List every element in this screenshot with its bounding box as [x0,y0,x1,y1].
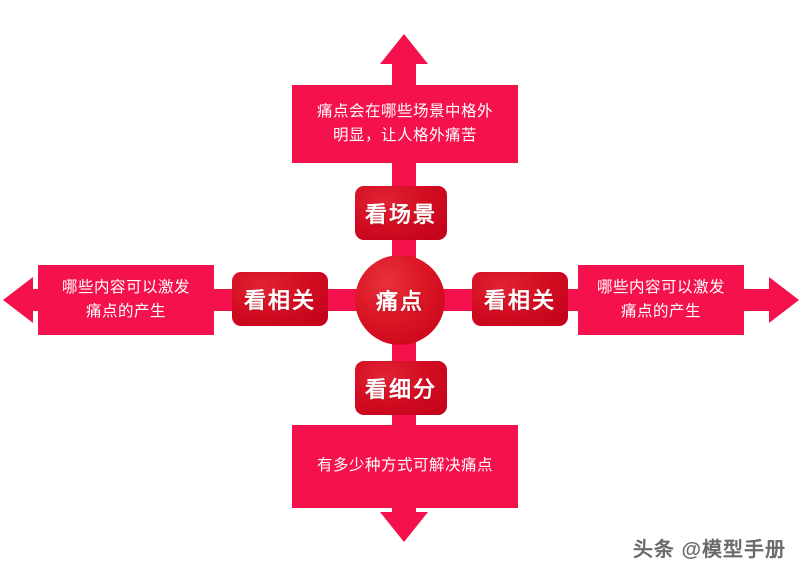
description-box-right: 哪些内容可以激发 痛点的产生 [578,265,744,335]
center-node-pain-point[interactable]: 痛点 [355,255,445,345]
chip-label-right[interactable]: 看相关 [472,272,568,326]
description-line-1: 有多少种方式可解决痛点 [316,457,493,475]
description-text-left: 哪些内容可以激发 痛点的产生 [62,276,190,324]
description-line-1: 痛点会在哪些场景中格外 [316,102,493,120]
description-line-1: 哪些内容可以激发 [61,278,190,296]
description-box-left: 哪些内容可以激发 痛点的产生 [38,265,214,335]
chip-label-bottom[interactable]: 看细分 [355,361,447,415]
description-box-bottom: 有多少种方式可解决痛点 [292,425,518,508]
watermark: 头条 @模型手册 [632,539,786,561]
description-text-top: 痛点会在哪些场景中格外 明显，让人格外痛苦 [317,100,493,148]
description-text-bottom: 有多少种方式可解决痛点 [317,454,493,478]
description-line-1: 哪些内容可以激发 [596,278,725,296]
description-text-right: 哪些内容可以激发 痛点的产生 [597,276,725,324]
chip-right-text: 看相关 [483,288,556,313]
description-line-2: 明显，让人格外痛苦 [332,127,477,144]
chip-bottom-text: 看细分 [364,377,437,402]
description-line-2: 痛点的产生 [85,303,166,320]
chip-top-text: 看场景 [364,202,437,227]
chip-label-top[interactable]: 看场景 [355,186,447,240]
center-node-label: 痛点 [375,289,424,314]
chip-left-text: 看相关 [243,288,316,313]
chip-label-left[interactable]: 看相关 [232,272,328,326]
description-line-2: 痛点的产生 [620,303,701,320]
description-box-top: 痛点会在哪些场景中格外 明显，让人格外痛苦 [292,85,518,163]
